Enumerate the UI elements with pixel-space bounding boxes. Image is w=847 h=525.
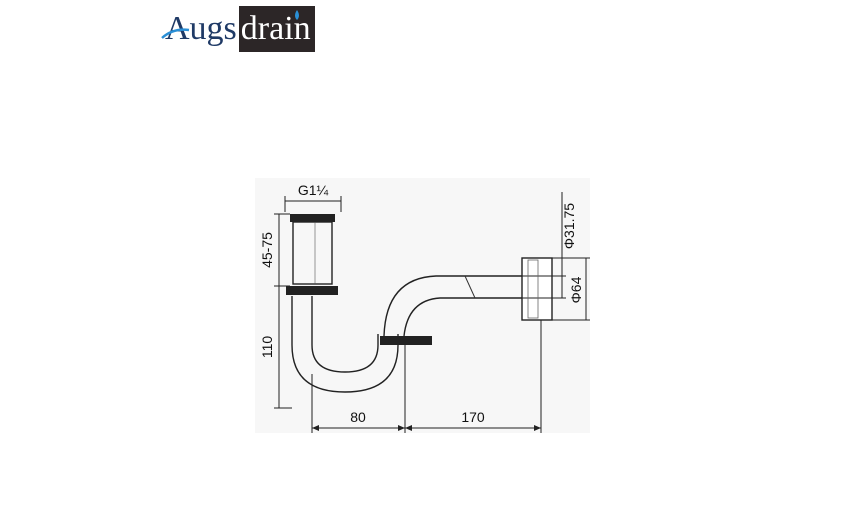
dim-thread: G1¼ [284,182,342,212]
logo-text-augs: Augs [161,6,239,52]
logo-text-drain: drain [238,6,315,52]
label-flange-diameter: Φ64 [568,276,584,303]
dim-adjust-range: 45-75 [259,213,290,287]
logo-swoosh-icon [161,28,190,39]
label-adjust-range: 45-75 [259,232,275,268]
logo-drop-icon [294,10,299,20]
brand-logo: Augs drain [161,6,315,52]
wall-flange [521,257,553,321]
label-thread: G1¼ [298,182,329,198]
label-pipe-diameter: Φ31.75 [561,203,577,249]
dim-bottom: 80 170 [311,320,542,433]
trap-bend [291,296,432,393]
tailpiece [286,214,338,295]
label-width-right: 170 [461,409,485,425]
outlet-bend [383,275,522,337]
label-height: 110 [259,336,275,359]
dim-flange-diameter: Φ64 [552,257,590,321]
dim-height: 110 [259,286,292,409]
dim-pipe-diameter: Φ31.75 [545,192,577,299]
p-trap-drawing: G1¼ 45-75 110 [255,178,590,433]
label-width-left: 80 [350,409,366,425]
